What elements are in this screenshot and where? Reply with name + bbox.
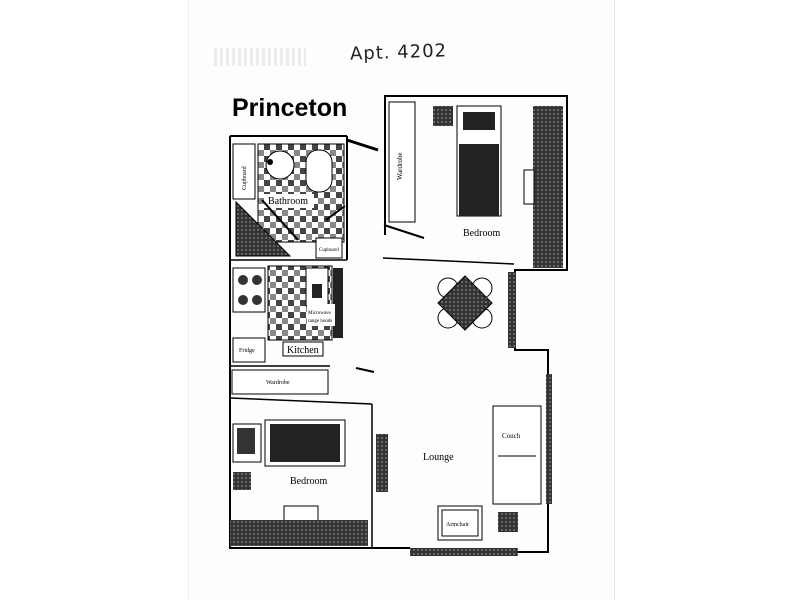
chair-top [523,169,535,205]
fridge [232,337,266,363]
lounge: Lounge Couch Armchair [376,272,552,556]
dining-set [437,275,493,331]
shower-screen [261,199,299,241]
burner-4 [252,295,262,305]
shower [235,200,292,257]
armchair-seat [441,509,479,537]
cupboard-small-label: Cupboard [319,248,339,253]
wardrobe-top-label: Wardrobe [396,153,404,180]
door-bottom-bedroom [355,367,375,373]
nightstand-bottom-lamp [237,428,255,454]
cupboard-bathroom-label: Cupboard [242,166,248,190]
microwave-label: Microwave [308,311,332,316]
bedroom-bottom: Wardrobe Bedroom [229,367,375,548]
sink [265,150,295,180]
kitchen-counter [333,268,343,338]
bathroom-label-bg [264,194,314,208]
wall-bedroom-divider [382,257,515,265]
burner-3 [238,295,248,305]
microwave-label-bg [307,304,335,326]
range-hood-label: range hoods [308,319,332,324]
bedspread-top [459,144,499,216]
dining-table [437,275,493,331]
stove [232,267,266,313]
sink-drain [267,159,273,165]
fridge-label: Fridge [239,348,255,354]
building-title: Princeton [232,94,348,122]
desk-top [533,106,563,268]
couch-label: Couch [502,432,521,440]
cupboard-small [315,237,343,259]
wardrobe-bottom-label: Wardrobe [266,380,290,386]
chair-bottom [283,505,319,523]
nightstand-top [433,106,453,126]
door-bathroom [325,205,346,221]
bedroom-bottom-label: Bedroom [290,476,327,487]
lounge-window-right [508,272,516,348]
kitchen: Microwave range hoods Fridge Kitchen [230,265,343,367]
pillow-top [463,112,495,130]
lounge-shelf [376,434,388,492]
lounge-window-bottom [410,548,518,556]
desk-bottom [230,520,368,546]
bathroom-label: Bathroom [268,196,308,207]
toilet [305,149,333,193]
faint-stamp-mark [214,48,306,66]
armchair-label: Armchair [446,522,469,528]
wardrobe-bottom [231,369,329,395]
wall-bedroom-bottom-top [229,397,373,405]
kitchen-label: Kitchen [287,345,319,356]
armchair [437,505,483,541]
door-top-bedroom [383,224,425,239]
lounge-label: Lounge [423,452,454,463]
bathroom: Cupboard Bathroom Cupboard [230,143,347,261]
burner-2 [252,275,262,285]
couch [492,405,542,505]
bedroom-top-label: Bedroom [463,228,500,239]
kitchen-label-bg [282,341,324,357]
burner-1 [238,275,248,285]
lounge-window-couch [546,374,552,504]
kitchen-sink-basin [312,284,322,298]
side-table-lounge [498,512,518,532]
bedroom-top: Wardrobe Bedroom [382,101,563,268]
cupboard-bathroom [232,143,256,200]
entry-door [346,138,379,152]
wardrobe-top [388,101,416,223]
bedspread-bottom [270,424,340,462]
side-table-bottom [233,472,251,490]
